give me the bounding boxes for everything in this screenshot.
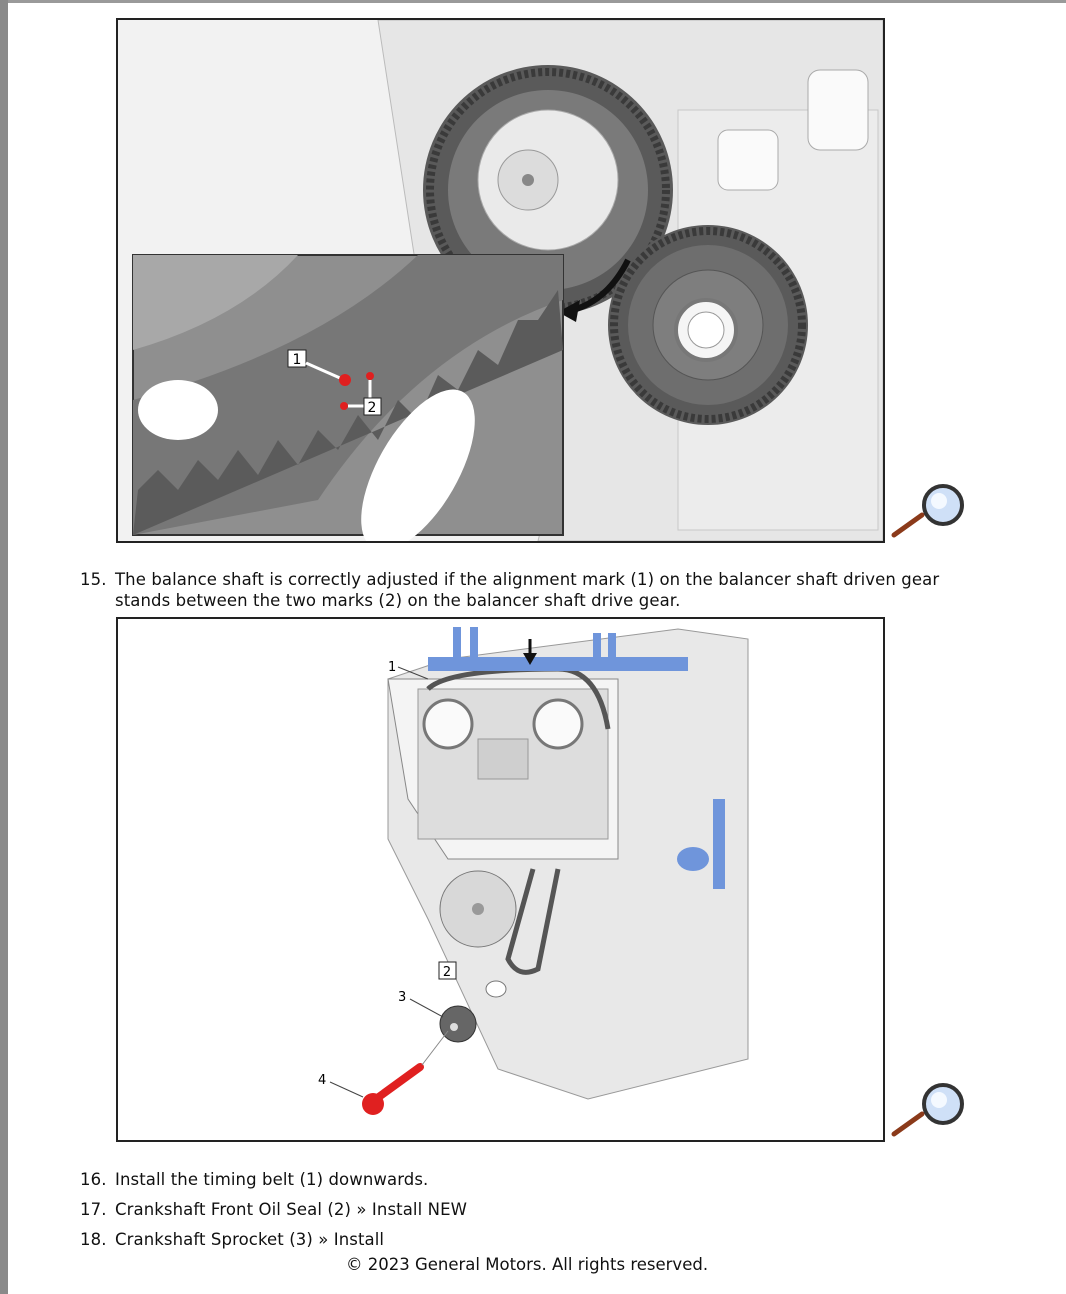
gear-illustration: 1 2 bbox=[118, 20, 883, 541]
figure-balancer-gears: 1 2 bbox=[116, 18, 885, 543]
step-18: 18. Crankshaft Sprocket (3) » Install bbox=[80, 1229, 384, 1250]
magnifier-icon[interactable] bbox=[886, 1082, 970, 1142]
magnifier-icon[interactable] bbox=[886, 483, 970, 543]
figure-engine-front: 1 2 3 4 bbox=[116, 617, 885, 1142]
step-text: Crankshaft Front Oil Seal (2) » Install … bbox=[115, 1200, 468, 1219]
step-number: 15. bbox=[80, 570, 107, 589]
step-17: 17. Crankshaft Front Oil Seal (2) » Insta… bbox=[80, 1199, 467, 1220]
viewer-left-edge bbox=[0, 0, 8, 1294]
step-number: 18. bbox=[80, 1230, 107, 1249]
step-text-continued: stands between the two marks (2) on the … bbox=[115, 591, 681, 610]
step-number: 16. bbox=[80, 1170, 107, 1189]
inset-detail: 1 2 bbox=[132, 254, 564, 541]
copyright-footer: © 2023 General Motors. All rights reserv… bbox=[346, 1255, 709, 1274]
step-text: Install the timing belt (1) downwards. bbox=[115, 1170, 429, 1189]
callout-4: 4 bbox=[318, 1073, 326, 1088]
step-text: Crankshaft Sprocket (3) » Install bbox=[115, 1230, 385, 1249]
engine-illustration: 1 2 3 4 bbox=[118, 619, 883, 1140]
callout-1: 1 bbox=[293, 352, 302, 368]
step-number: 17. bbox=[80, 1200, 107, 1219]
previous-page-edge bbox=[8, 0, 1066, 3]
step-15: 15. The balance shaft is correctly adjust… bbox=[80, 569, 939, 611]
callout-3: 3 bbox=[398, 990, 406, 1005]
callout-1: 1 bbox=[388, 660, 396, 675]
step-text: The balance shaft is correctly adjusted … bbox=[115, 570, 940, 589]
callout-2: 2 bbox=[368, 400, 377, 416]
callout-2: 2 bbox=[443, 965, 451, 980]
step-16: 16. Install the timing belt (1) downwards… bbox=[80, 1169, 428, 1190]
